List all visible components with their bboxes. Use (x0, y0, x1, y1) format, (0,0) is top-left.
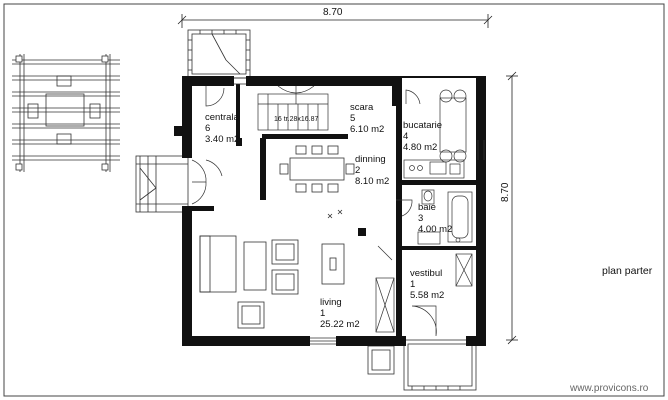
room-number: 6 (205, 123, 211, 134)
room-name: living (320, 297, 342, 308)
room-name: baie (418, 202, 436, 213)
room-label-scara: scara 5 6.10 m2 (350, 102, 384, 135)
staircase (257, 85, 329, 131)
room-name: scara (350, 102, 374, 113)
room-area: 8.10 m2 (355, 176, 390, 187)
room-number: 3 (418, 213, 424, 224)
room-name: bucatarie (403, 120, 443, 131)
room-number: 4 (403, 131, 409, 142)
exterior-walls (174, 76, 486, 346)
room-label-dinning: dinning 2 8.10 m2 (355, 154, 389, 187)
right-dimension-line (506, 71, 518, 345)
room-number: 1 (320, 308, 326, 319)
dining-table (279, 145, 355, 193)
stair-note: 16 tr.28x16.87 (274, 116, 319, 123)
website-watermark: www.provicons.ro (570, 383, 649, 394)
top-dimension-line (177, 14, 493, 28)
room-label-centrala: centrala 6 3.40 m2 (205, 112, 239, 145)
plan-title: plan parter (602, 265, 653, 277)
room-name: dinning (355, 154, 386, 165)
pergola (12, 54, 120, 172)
room-number: 1 (410, 279, 416, 290)
room-name: centrala (205, 112, 239, 123)
doors (191, 86, 437, 337)
room-area: 5.58 m2 (410, 290, 445, 301)
porch-left (135, 155, 189, 213)
room-area: 4.00 m2 (418, 224, 453, 235)
wall-top-right (392, 76, 486, 78)
interior-walls (192, 84, 476, 336)
room-label-baie: baie 3 4.00 m2 (418, 202, 452, 235)
living-furniture (199, 209, 345, 329)
wall-top-right-thick (476, 76, 486, 90)
room-area: 25.22 m2 (320, 319, 360, 330)
room-number: 2 (355, 165, 361, 176)
room-area: 6.10 m2 (350, 124, 385, 135)
room-name: vestibul (410, 268, 443, 279)
porch-top (187, 29, 251, 79)
drawing-frame (3, 3, 665, 397)
room-label-bucatarie: bucatarie 4 4.80 m2 (403, 120, 442, 153)
room-area: 4.80 m2 (403, 142, 438, 153)
room-label-living: living 1 25.22 m2 (320, 297, 360, 330)
windows (234, 77, 485, 345)
bathroom-fixtures (417, 189, 473, 245)
vestibul-cabinets (375, 253, 473, 333)
room-number: 5 (350, 113, 356, 124)
kitchen-fixtures (403, 89, 467, 179)
porch-bottom (367, 339, 477, 391)
room-label-vestibul: vestibul 1 5.58 m2 (410, 268, 444, 301)
width-dimension-label: 8.70 (323, 7, 343, 18)
room-area: 3.40 m2 (205, 134, 240, 145)
height-dimension-label: 8.70 (500, 182, 511, 202)
